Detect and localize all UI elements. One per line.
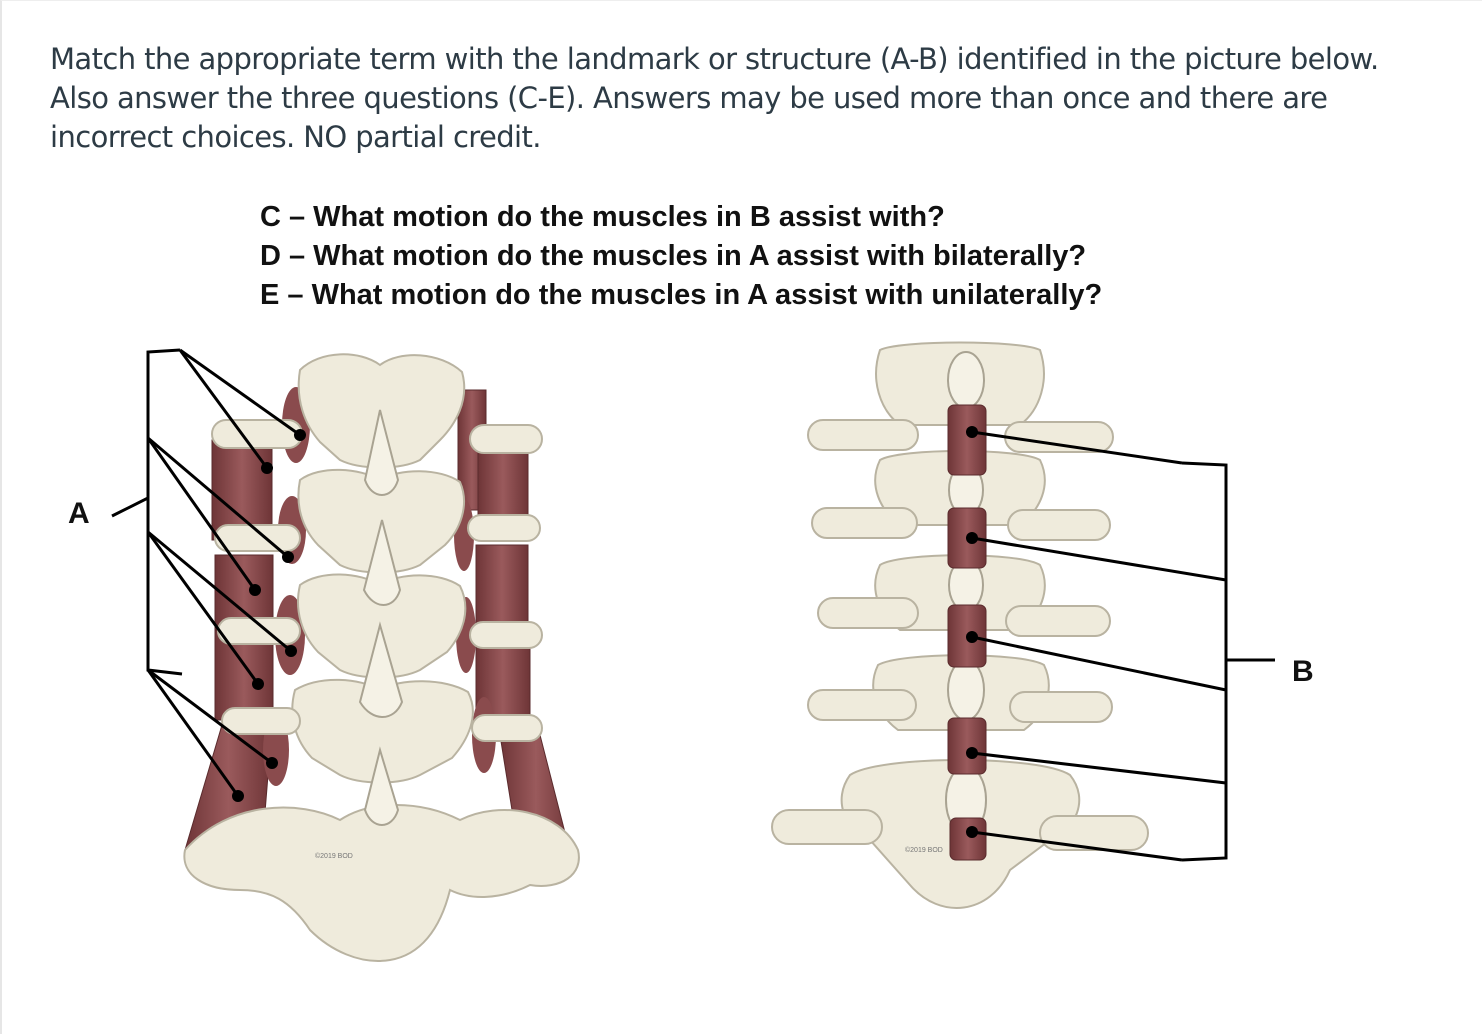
left-transverse-process-2a	[214, 524, 301, 552]
leader-b-dot-5	[966, 826, 978, 838]
leader-a-3b	[146, 531, 260, 685]
leader-a-dot-2	[261, 462, 273, 474]
right-transverse-process-1a	[807, 419, 919, 451]
left-spinous-process-3	[358, 621, 404, 718]
left-transverse-process-4b	[471, 714, 543, 742]
label-a: A	[68, 497, 90, 530]
instructions-line-1: Match the appropriate term with the land…	[50, 42, 1379, 76]
question-c: C – What motion do the muscles in B assi…	[260, 201, 945, 233]
right-muscle-5	[949, 817, 987, 861]
right-spinous-process-1	[947, 351, 985, 409]
anatomy-figure: ©2019 BOD	[0, 330, 1484, 1030]
left-spinous-process-2	[362, 519, 402, 606]
right-spinous-process-4	[947, 659, 985, 721]
left-transverse-process-2b	[467, 514, 541, 542]
leader-a-3a	[147, 530, 292, 653]
left-sacrum	[183, 804, 580, 962]
left-copyright: ©2019 BOD	[315, 852, 353, 860]
right-transverse-process-2b	[1007, 509, 1111, 541]
leader-b-5	[971, 830, 1183, 862]
leader-a-1b	[178, 349, 269, 469]
bracket-a-lines	[111, 348, 301, 797]
right-muscle-4	[947, 717, 987, 775]
instructions-text: Match the appropriate term with the land…	[50, 40, 1430, 157]
leader-a-4b	[146, 669, 240, 797]
right-transverse-process-2a	[811, 507, 918, 539]
leader-b-dot-3	[966, 631, 978, 643]
left-transverse-process-3b	[469, 621, 543, 649]
leader-b-dot-2	[966, 532, 978, 544]
leader-b-dots	[966, 426, 978, 838]
question-list: C – What motion do the muscles in B assi…	[260, 198, 1102, 315]
left-spinous-process-4	[363, 746, 400, 826]
right-transverse-process-4b	[1009, 691, 1113, 723]
right-transverse-process-4a	[807, 689, 917, 721]
bracket-b	[1181, 461, 1275, 862]
leader-a-dot-1	[294, 429, 306, 441]
leader-a-dot-3	[282, 551, 294, 563]
question-e: E – What motion do the muscles in A assi…	[260, 279, 1103, 311]
right-transverse-process-3b	[1005, 605, 1111, 637]
leader-a-dots	[232, 429, 306, 802]
right-muscle-1	[947, 404, 987, 476]
instructions-line-2: Also answer the three questions (C-E). A…	[50, 81, 1328, 115]
left-spinous-process-1	[363, 409, 400, 496]
right-spine-illustration: ©2019 BOD	[771, 341, 1149, 909]
leader-a-dot-7	[266, 757, 278, 769]
leader-b-2	[971, 536, 1227, 582]
bracket-a	[111, 348, 183, 676]
leader-b-3	[971, 635, 1227, 692]
left-transverse-process-1a	[211, 419, 303, 449]
leader-a-dot-8	[232, 790, 244, 802]
left-transverse-process-1b	[469, 424, 543, 454]
bracket-b-lines	[971, 430, 1275, 862]
anatomy-illustration: ©2019 BOD	[111, 341, 1275, 962]
instructions-line-3: incorrect choices. NO partial credit.	[50, 120, 542, 154]
leader-a-2b	[146, 437, 257, 591]
leader-b-1	[971, 430, 1183, 465]
leader-a-1a	[179, 348, 301, 437]
leader-a-4a	[147, 668, 273, 765]
left-vertebra-1	[297, 353, 466, 469]
right-transverse-process-3a	[817, 597, 919, 629]
leader-a-dot-4	[249, 584, 261, 596]
right-copyright: ©2019 BOD	[905, 846, 943, 854]
right-transverse-process-1b	[1004, 421, 1114, 453]
leader-a-2a	[147, 436, 289, 559]
left-transverse-process-3a	[217, 617, 301, 645]
leader-b-4	[971, 751, 1227, 785]
label-b: B	[1292, 655, 1314, 688]
left-spine-illustration: ©2019 BOD	[183, 353, 580, 962]
leader-b-dot-1	[966, 426, 978, 438]
left-transverse-process-4a	[221, 707, 301, 735]
leader-a-dot-6	[252, 678, 264, 690]
leader-b-dot-4	[966, 747, 978, 759]
leader-a-dot-5	[285, 645, 297, 657]
question-d: D – What motion do the muscles in A assi…	[260, 240, 1087, 272]
right-transverse-process-5b	[1039, 815, 1149, 851]
right-transverse-process-5a	[771, 809, 883, 845]
